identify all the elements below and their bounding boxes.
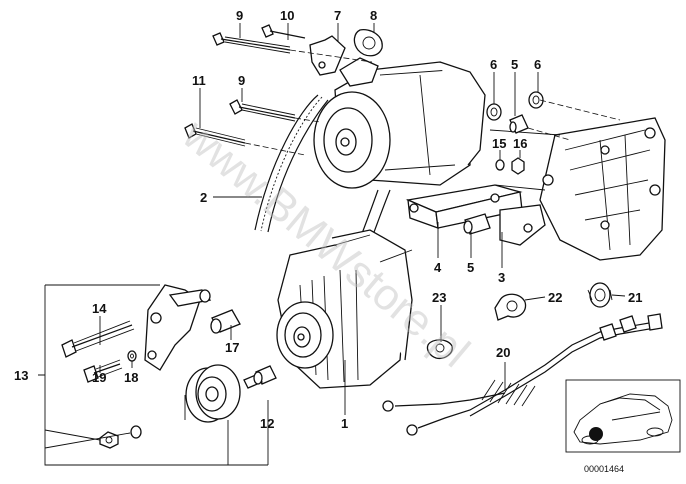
bolt-19 bbox=[83, 359, 123, 383]
tensioner-bracket bbox=[405, 184, 546, 246]
axis-line-4 bbox=[539, 99, 621, 121]
callout-12: 12 bbox=[260, 416, 274, 431]
mounting-bracket bbox=[489, 117, 666, 261]
sleeve-top bbox=[509, 114, 529, 134]
nut-16 bbox=[511, 157, 525, 175]
callout-20: 20 bbox=[496, 345, 510, 360]
rubber-bushing-right bbox=[528, 91, 544, 109]
axis-line-2 bbox=[294, 117, 321, 123]
callout-15: 15 bbox=[492, 136, 506, 151]
alternator bbox=[276, 229, 413, 389]
washer-18 bbox=[127, 350, 137, 362]
callout-6-right: 6 bbox=[534, 57, 541, 72]
callout-13: 13 bbox=[14, 368, 28, 383]
callout-10: 10 bbox=[280, 8, 294, 23]
drive-belt bbox=[254, 94, 391, 263]
rubber-bushing-left bbox=[486, 103, 502, 121]
axis-line-1 bbox=[289, 49, 373, 63]
grommet-21 bbox=[587, 282, 613, 308]
alternator-bracket bbox=[144, 284, 212, 371]
callout-18: 18 bbox=[124, 370, 138, 385]
bolt-14 bbox=[61, 320, 135, 358]
callout-17: 17 bbox=[225, 340, 239, 355]
callout-5-bottom: 5 bbox=[467, 260, 474, 275]
callout-6-left: 6 bbox=[490, 57, 497, 72]
callout-22: 22 bbox=[548, 290, 562, 305]
callout-9-middle: 9 bbox=[238, 73, 245, 88]
bolt-11 bbox=[184, 123, 246, 147]
axis-line-5 bbox=[527, 127, 571, 141]
group-bracket-13 bbox=[38, 284, 268, 466]
bolt-9-top bbox=[212, 32, 291, 54]
clamp-22 bbox=[494, 293, 527, 321]
callout-2: 2 bbox=[200, 190, 207, 205]
bolt-12 bbox=[243, 365, 277, 389]
axis-line-3 bbox=[244, 142, 306, 156]
callout-3: 3 bbox=[498, 270, 505, 285]
wiring-harness bbox=[382, 313, 663, 436]
leader-lines bbox=[99, 23, 626, 415]
callout-9-top: 9 bbox=[236, 8, 243, 23]
callout-1: 1 bbox=[341, 416, 348, 431]
ac-compressor bbox=[313, 57, 486, 189]
callout-7: 7 bbox=[334, 8, 341, 23]
leader-group-pulley bbox=[184, 395, 269, 465]
diagram-code: 00001464 bbox=[584, 464, 624, 474]
clip-23 bbox=[426, 339, 453, 360]
callout-4: 4 bbox=[434, 260, 442, 275]
bolt-10 bbox=[261, 24, 306, 39]
callout-19: 19 bbox=[92, 370, 106, 385]
callout-14: 14 bbox=[92, 301, 107, 316]
clip-8 bbox=[353, 29, 383, 57]
bushing-lower bbox=[463, 213, 491, 235]
callout-23: 23 bbox=[432, 290, 446, 305]
callout-5-top: 5 bbox=[511, 57, 518, 72]
callout-16: 16 bbox=[513, 136, 527, 151]
callout-8: 8 bbox=[370, 8, 377, 23]
callout-21: 21 bbox=[628, 290, 642, 305]
pulley bbox=[185, 364, 241, 423]
callout-11: 11 bbox=[192, 73, 206, 88]
bolt-9-middle bbox=[229, 99, 296, 122]
washer-15 bbox=[495, 159, 505, 171]
sleeve-17 bbox=[210, 309, 241, 334]
car-location-icon bbox=[565, 379, 681, 453]
